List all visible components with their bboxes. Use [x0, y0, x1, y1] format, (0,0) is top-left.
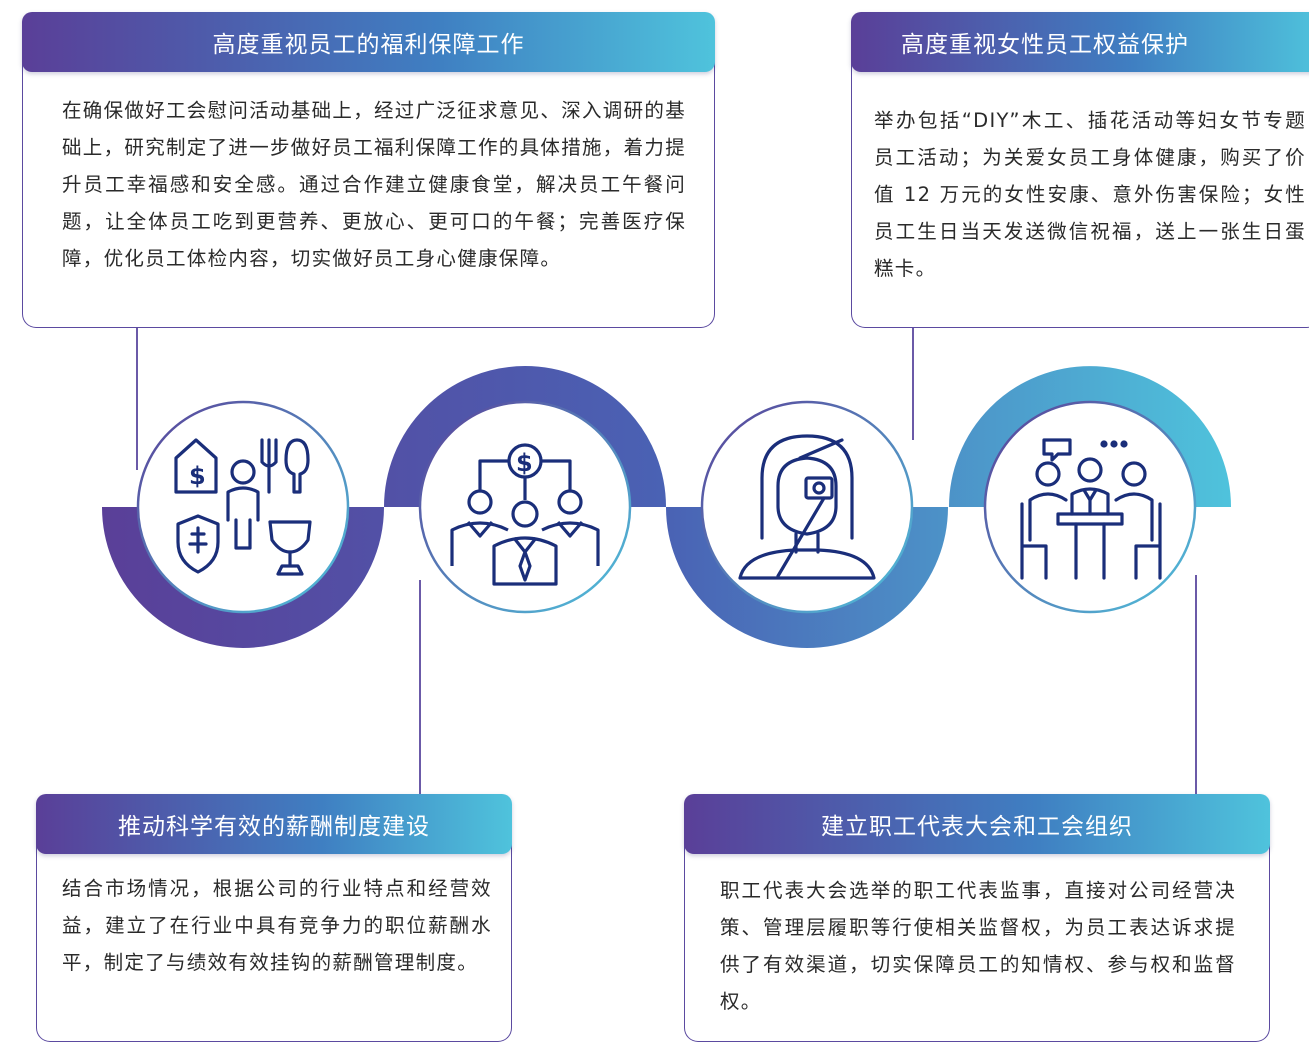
wave-segment-4	[949, 366, 1231, 508]
wave-segment-1	[102, 506, 384, 648]
card-women-rights	[851, 40, 1309, 328]
card-welfare	[22, 40, 715, 328]
salary-hierarchy-icon: $	[450, 443, 600, 586]
welfare-dollar-glyph: $	[189, 462, 206, 490]
icon-circle-1	[136, 400, 350, 614]
wave-segment-3	[666, 506, 948, 648]
welfare-icon: $	[174, 438, 312, 576]
card-workers-congress-title: 建立职工代表大会和工会组织	[684, 794, 1270, 854]
card-women-rights-title: 高度重视女性员工权益保护	[851, 12, 1309, 72]
card-welfare-title: 高度重视员工的福利保障工作	[22, 12, 715, 72]
icon-circle-3	[700, 400, 914, 614]
card-women-rights-text: 举办包括“DIY”木工、插花活动等妇女节专题员工活动；为关爱女员工身体健康，购买…	[874, 109, 1306, 280]
icon-circle-2	[418, 400, 632, 614]
woman-icon	[738, 434, 876, 580]
card-workers-congress	[684, 822, 1270, 1042]
wave-segment-2	[384, 366, 666, 508]
card-welfare-text: 在确保做好工会慰问活动基础上，经过广泛征求意见、深入调研的基础上，研究制定了进一…	[62, 99, 687, 270]
salary-dollar-glyph: $	[516, 449, 533, 477]
card-salary	[36, 822, 512, 1042]
card-workers-congress-text: 职工代表大会选举的职工代表监事，直接对公司经营决策、管理层履职等行使相关监督权，…	[720, 879, 1236, 1013]
card-salary-title: 推动科学有效的薪酬制度建设	[36, 794, 512, 854]
card-salary-text: 结合市场情况，根据公司的行业特点和经营效益，建立了在行业中具有竞争力的职位薪酬水…	[62, 877, 492, 974]
meeting-icon	[1020, 438, 1162, 580]
